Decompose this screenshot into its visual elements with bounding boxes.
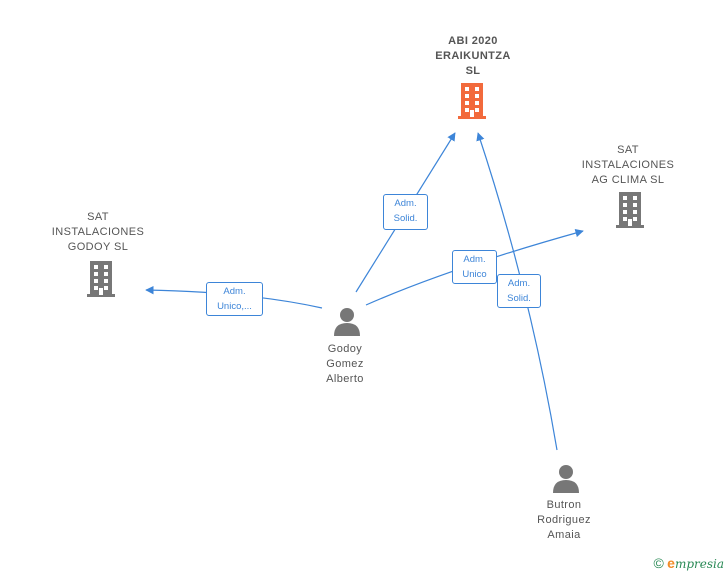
person-label-amaia[interactable]: Butron Rodriguez Amaia bbox=[524, 498, 604, 543]
label-line: Godoy bbox=[327, 343, 363, 355]
building-icon[interactable] bbox=[85, 261, 117, 297]
label-line: ERAIKUNTZA bbox=[435, 50, 511, 62]
label-line: Gomez bbox=[326, 358, 364, 370]
company-label-godoy-sl[interactable]: SAT INSTALACIONES GODOY SL bbox=[43, 210, 153, 255]
relation-line: Adm. bbox=[394, 198, 417, 209]
relation-box-adm-unico-godoy-sl[interactable]: Adm. Unico,... bbox=[206, 282, 263, 316]
label-line: Rodriguez bbox=[537, 514, 591, 526]
building-icon[interactable] bbox=[456, 83, 488, 119]
label-line: GODOY SL bbox=[67, 241, 129, 253]
brand-footer[interactable]: © empresia bbox=[653, 555, 724, 571]
relation-box-adm-solid-amaia-abi[interactable]: Adm. Solid. bbox=[497, 274, 541, 308]
label-line: INSTALACIONES bbox=[581, 159, 675, 171]
copyright-icon: © bbox=[653, 555, 664, 571]
person-icon[interactable] bbox=[551, 463, 581, 493]
label-line: ABI 2020 bbox=[448, 35, 498, 47]
relation-line: Unico bbox=[462, 269, 487, 280]
relation-line: Adm. bbox=[223, 286, 246, 297]
relation-line: Adm. bbox=[463, 254, 486, 265]
label-line: SAT bbox=[617, 144, 639, 156]
brand-logo-text: mpresia bbox=[674, 557, 724, 571]
label-line: Butron bbox=[546, 499, 582, 511]
label-line: Alberto bbox=[326, 373, 364, 385]
person-label-alberto[interactable]: Godoy Gomez Alberto bbox=[305, 342, 385, 387]
label-line: SAT bbox=[87, 211, 109, 223]
relation-box-adm-unico-clima[interactable]: Adm. Unico bbox=[452, 250, 497, 284]
company-label-clima[interactable]: SAT INSTALACIONES AG CLIMA SL bbox=[573, 143, 683, 188]
label-line: SL bbox=[465, 65, 481, 77]
label-line: Amaia bbox=[547, 529, 581, 541]
relation-line: Solid. bbox=[393, 213, 418, 224]
label-line: AG CLIMA SL bbox=[591, 174, 665, 186]
company-label-abi[interactable]: ABI 2020 ERAIKUNTZA SL bbox=[418, 34, 528, 79]
person-icon[interactable] bbox=[332, 306, 362, 336]
relation-line: Adm. bbox=[507, 278, 531, 289]
relation-line: Unico,... bbox=[217, 301, 252, 312]
relation-box-adm-solid-abi[interactable]: Adm. Solid. bbox=[383, 194, 428, 230]
building-icon[interactable] bbox=[614, 192, 646, 228]
brand-logo-initial: e bbox=[667, 555, 675, 571]
relation-line: Solid. bbox=[507, 293, 531, 304]
label-line: INSTALACIONES bbox=[51, 226, 145, 238]
